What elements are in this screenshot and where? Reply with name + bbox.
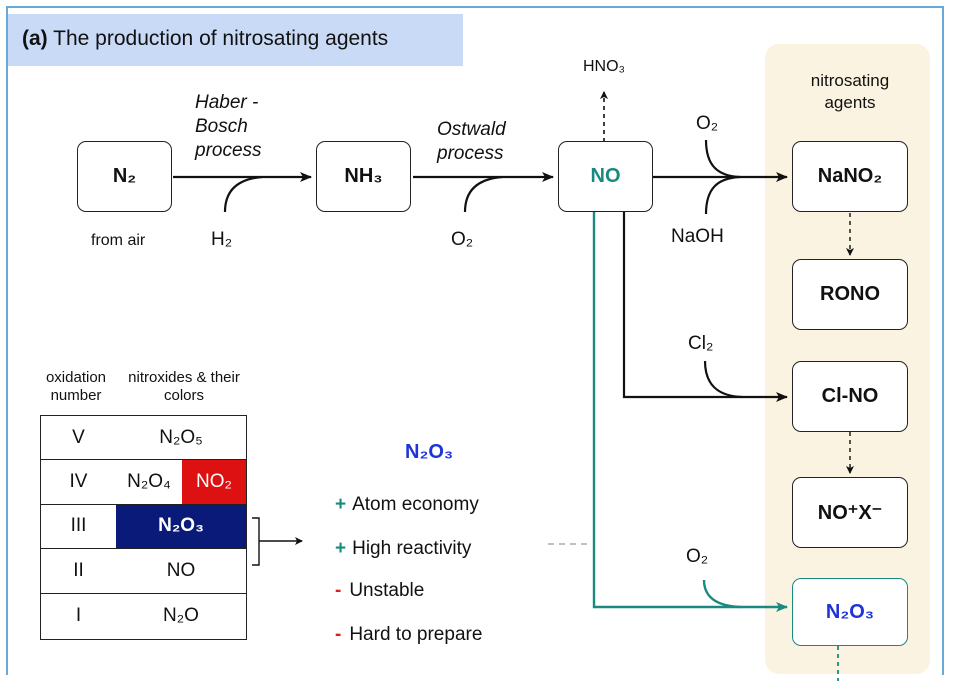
- ostwald-label: Ostwald process: [437, 119, 506, 164]
- minus-sign: -: [335, 580, 342, 601]
- property-text: Atom economy: [352, 494, 479, 515]
- oxidation-number: I: [75, 604, 82, 626]
- oxidation-number: II: [73, 559, 84, 581]
- o2-nano2-label: O₂: [696, 113, 719, 134]
- table-row: I N₂O: [41, 594, 246, 638]
- box-nh3: NH₃: [316, 141, 411, 212]
- property-text: Unstable: [349, 580, 425, 601]
- o2-teal-curve: [702, 579, 741, 609]
- box-n2: N₂: [77, 141, 172, 212]
- header-nitroxides: nitroxides & their colors: [128, 369, 240, 404]
- cl2-in-curve: [703, 360, 743, 399]
- oxidation-number: V: [72, 426, 85, 448]
- box-nox: NO⁺X⁻: [792, 477, 908, 548]
- plus-sign: +: [335, 494, 347, 515]
- h2-feed-curve: [223, 175, 263, 213]
- property-item: +Atom economy: [335, 494, 479, 516]
- oxidation-number: IV: [69, 471, 88, 493]
- o2-ostwald-label: O₂: [451, 229, 474, 250]
- panel-title: nitrosating agents: [810, 71, 890, 112]
- species-colored-no2: NO₂: [182, 460, 246, 504]
- table-row: IV N₂O₄ NO₂: [41, 460, 246, 505]
- oxidation-number: III: [70, 515, 87, 537]
- property-item: -Hard to prepare: [335, 624, 482, 646]
- header-oxidation-number: oxidation number: [45, 369, 107, 404]
- table-row: V N₂O₅: [41, 416, 246, 461]
- property-item: -Unstable: [335, 580, 424, 602]
- o2-feed-curve: [463, 175, 503, 213]
- box-no: NO: [558, 141, 653, 212]
- box-n2o3: N₂O₃: [792, 578, 908, 646]
- panel-letter: (a): [22, 27, 48, 50]
- cl2-label: Cl₂: [688, 333, 714, 354]
- plus-sign: +: [335, 538, 347, 559]
- species: NO: [166, 559, 196, 581]
- title-text: The production of nitrosating agents: [53, 27, 389, 50]
- box-clno: Cl-NO: [792, 361, 908, 432]
- property-item: +High reactivity: [335, 538, 471, 560]
- naoh-label: NaOH: [671, 226, 724, 247]
- h2-label: H₂: [211, 229, 233, 250]
- row-bracket: [252, 517, 260, 566]
- figure-frame: [6, 6, 944, 675]
- properties-title: N₂O₃: [405, 441, 454, 463]
- o2-n2o3-label: O₂: [686, 546, 709, 567]
- table-row: II NO: [41, 549, 246, 594]
- species: N₂O: [163, 604, 199, 626]
- figure-title: (a) The production of nitrosating agents: [22, 27, 388, 51]
- from-air-label: from air: [91, 232, 146, 249]
- hno3-label: HNO₃: [583, 58, 626, 75]
- title-bar: [8, 14, 463, 66]
- box-nano2: NaNO₂: [792, 141, 908, 212]
- oxidation-table: V N₂O₅ IV N₂O₄ NO₂ III N₂O₃ II NO I N₂O: [40, 415, 247, 640]
- minus-sign: -: [335, 624, 342, 645]
- species: N₂O₄: [127, 471, 171, 493]
- arrow-n2o3: [592, 212, 788, 612]
- property-text: High reactivity: [352, 538, 472, 559]
- species: N₂O₅: [159, 426, 203, 448]
- naoh-in-curve: [704, 175, 741, 215]
- table-row: III N₂O₃: [41, 504, 246, 550]
- o2-in-curve: [704, 139, 741, 179]
- haber-bosch-label: Haber -Bosch process: [195, 92, 262, 161]
- box-rono: RONO: [792, 259, 908, 330]
- species-colored-n2o3: N₂O₃: [116, 504, 246, 549]
- property-text: Hard to prepare: [349, 624, 483, 645]
